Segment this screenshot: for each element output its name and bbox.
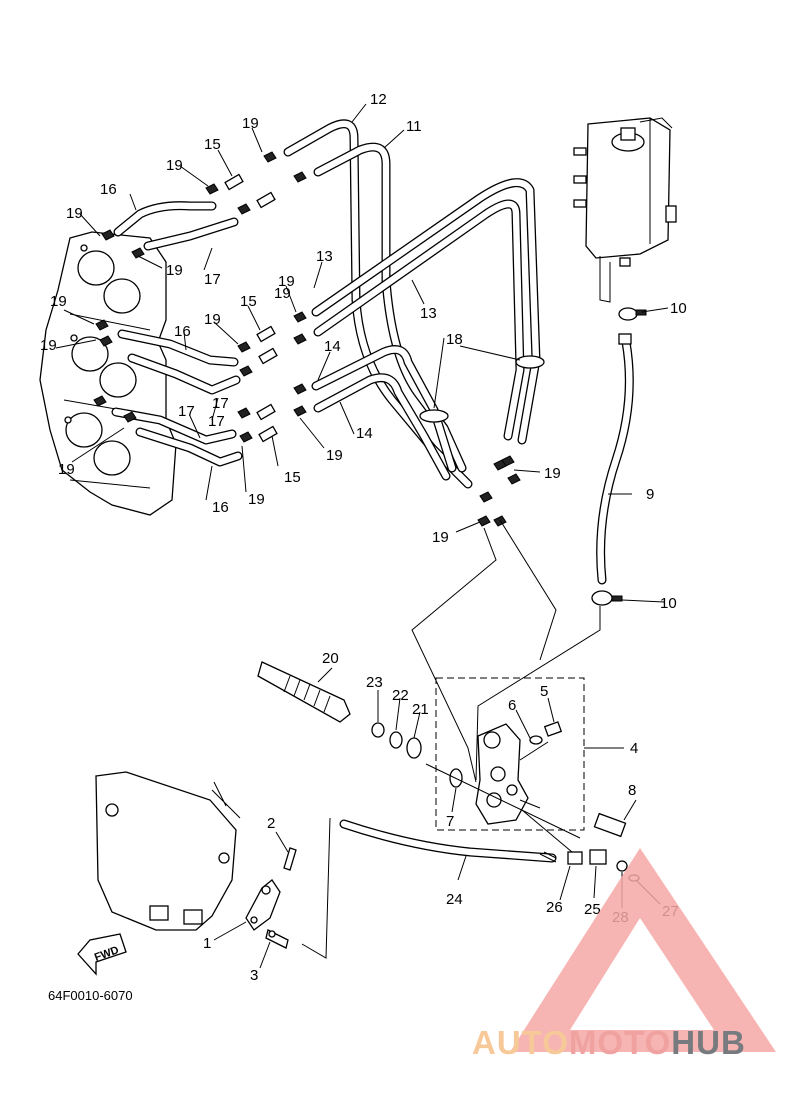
callout-19-m: 19 [432, 529, 449, 546]
hose-14 [311, 345, 457, 481]
callout-16-bottom: 16 [212, 499, 229, 516]
callout-25: 25 [584, 901, 601, 918]
pump-small-parts [371, 721, 640, 882]
clamps-10 [591, 307, 647, 606]
callout-7: 7 [446, 813, 454, 830]
callout-17-top: 17 [204, 271, 221, 288]
callout-24: 24 [446, 891, 463, 908]
watermark-text: AUTOMOTOHUB [472, 1024, 746, 1061]
callout-19-h: 19 [40, 337, 57, 354]
callout-26: 26 [546, 899, 563, 916]
crankcase-lower-left [95, 771, 241, 931]
callout-17-middle-upper: 17 [212, 395, 229, 412]
callout-19-f: 19 [204, 311, 221, 328]
hose-16-17 [111, 201, 243, 467]
callout-11: 11 [406, 118, 422, 135]
hose-11 [313, 142, 467, 473]
callout-15-top: 15 [204, 136, 221, 153]
callout-19-e: 19 [278, 273, 295, 290]
watermark-moto: MOTO [569, 1024, 671, 1061]
callout-15-bottom: 15 [284, 469, 301, 486]
callout-2: 2 [267, 815, 275, 832]
callout-21: 21 [412, 701, 429, 718]
callout-4: 4 [630, 740, 638, 757]
hose-24 [339, 819, 557, 863]
hose-9 [596, 333, 634, 585]
callout-19-j: 19 [248, 491, 265, 508]
watermark-hub: HUB [671, 1024, 746, 1061]
callout-19-n: 19 [274, 285, 291, 302]
callout-13-left: 13 [316, 248, 333, 265]
joints-15 [224, 173, 278, 443]
callout-1: 1 [203, 935, 211, 952]
callout-14-upper: 14 [324, 338, 341, 355]
callout-10-lower: 10 [660, 595, 677, 612]
callout-18: 18 [446, 331, 463, 348]
hose-holder-18 [419, 355, 545, 423]
svg-text:AUTOMOTOHUB: AUTOMOTOHUB [472, 1024, 746, 1061]
oil-pump-group-box [435, 677, 585, 831]
callout-3: 3 [250, 967, 258, 984]
callout-5: 5 [540, 683, 548, 700]
callout-19-l: 19 [544, 465, 561, 482]
callout-16-middle: 16 [174, 323, 191, 340]
lever-1 [245, 879, 281, 931]
engine-block [39, 231, 177, 516]
drive-shaft-20 [257, 661, 351, 723]
callout-20: 20 [322, 650, 339, 667]
routing-lines [301, 519, 601, 959]
callout-19-k: 19 [326, 447, 343, 464]
fwd-arrow [77, 933, 127, 976]
clips [93, 151, 521, 527]
oil-tank [573, 117, 677, 303]
callout-6: 6 [508, 697, 516, 714]
callout-12: 12 [370, 91, 387, 108]
oil-pump-4 [475, 723, 549, 825]
callout-numbers: 1 2 3 4 5 6 7 8 9 10 10 11 12 13 13 14 1… [40, 91, 687, 984]
callout-19-c: 19 [66, 205, 83, 222]
callout-15-middle: 15 [240, 293, 257, 310]
callout-19-d: 19 [166, 262, 183, 279]
callout-9: 9 [646, 486, 654, 503]
callout-10-upper: 10 [670, 300, 687, 317]
link-3 [265, 929, 289, 949]
callout-19-g: 19 [50, 293, 67, 310]
callout-23: 23 [366, 674, 383, 691]
callout-19-i: 19 [58, 461, 75, 478]
callout-14-lower: 14 [356, 425, 373, 442]
callout-19-b: 19 [166, 157, 183, 174]
hose-13 [311, 178, 541, 445]
watermark-logo [510, 848, 776, 1052]
drawing-code: 64F0010-6070 [48, 988, 133, 1003]
callout-17-bottom: 17 [208, 413, 225, 430]
callout-13-right: 13 [420, 305, 437, 322]
callout-8: 8 [628, 782, 636, 799]
callout-19-a: 19 [242, 115, 259, 132]
callout-16-top: 16 [100, 181, 117, 198]
pin-2 [283, 847, 297, 871]
callout-22: 22 [392, 687, 409, 704]
watermark-auto: AUTO [472, 1024, 569, 1061]
callout-17-middle-lower: 17 [178, 403, 195, 420]
callout-leaders [55, 103, 669, 969]
